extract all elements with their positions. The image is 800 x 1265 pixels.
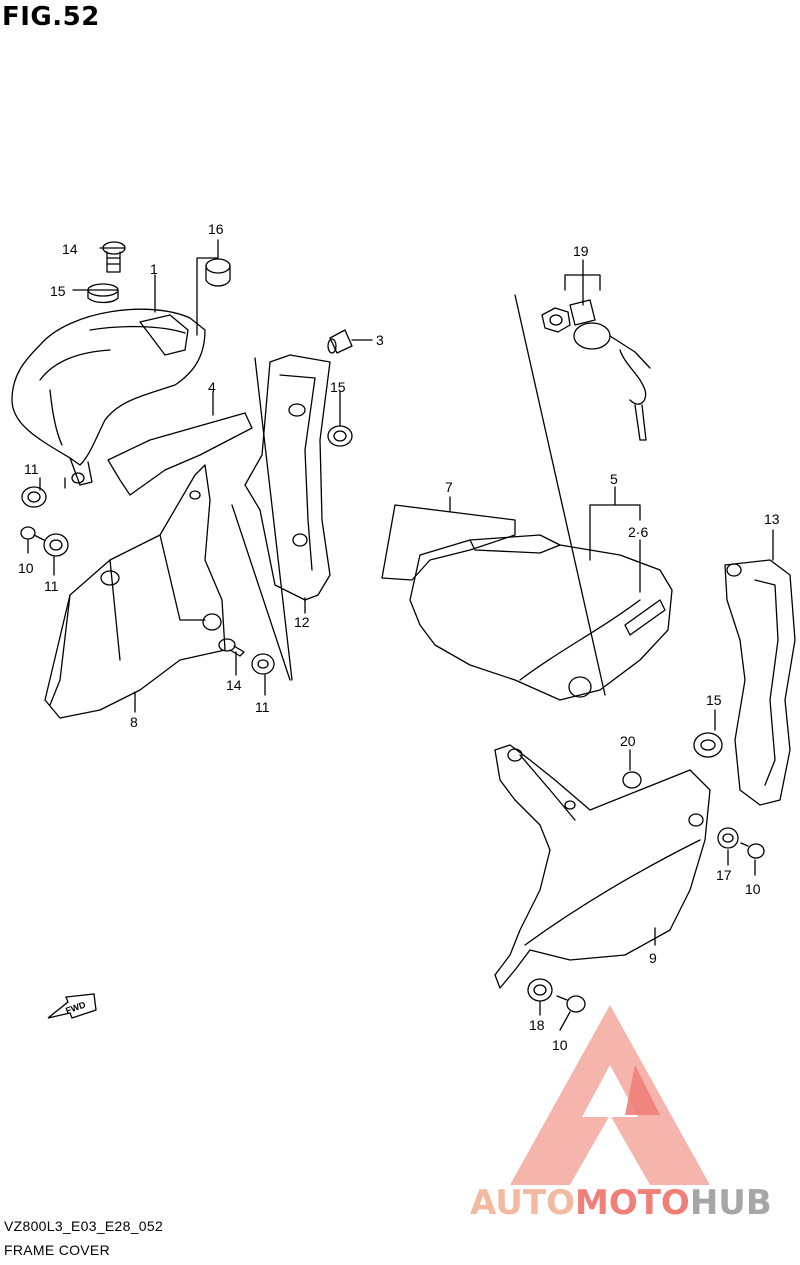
part-17-grommet: [717, 827, 739, 849]
part-14-screw-lower: [218, 638, 245, 657]
part-10-bolt-bottom: [556, 995, 586, 1013]
callout-11-lower: 11: [44, 578, 59, 594]
part-20-grommet: [622, 771, 642, 789]
automotohub-logo-icon: [510, 1005, 710, 1185]
callout-11-right: 11: [255, 699, 270, 715]
part-8-frame-cover-lower: [44, 464, 226, 719]
watermark-auto: AUTO: [470, 1183, 575, 1223]
part-1-frame-cover: [11, 308, 206, 486]
callout-15-right: 15: [706, 692, 722, 708]
callout-19: 19: [573, 243, 589, 259]
callout-10-bottom: 10: [552, 1037, 568, 1053]
model-code: VZ800L3_E03_E28_052: [4, 1218, 164, 1234]
part-9-side-cover-lower: [494, 744, 711, 989]
part-11-grommet-right: [251, 653, 275, 675]
callout-9: 9: [649, 950, 657, 966]
callout-17: 17: [716, 867, 732, 883]
callout-labels: 14 15 1 16 4 3 15 11 10 11 8 14 11 12 7 …: [18, 221, 780, 1053]
callout-4: 4: [208, 379, 216, 395]
part-11-grommet-lower: [43, 533, 69, 557]
watermark-hub: HUB: [689, 1183, 772, 1223]
callout-15-top: 15: [50, 283, 66, 299]
callout-3: 3: [376, 332, 384, 348]
callout-7: 7: [445, 479, 453, 495]
callout-1: 1: [150, 261, 158, 277]
callout-10-right: 10: [745, 881, 761, 897]
callout-15-middle: 15: [330, 379, 346, 395]
part-13-rubber: [724, 559, 796, 806]
figure-caption: FRAME COVER: [4, 1242, 110, 1258]
callout-2-6: 2·6: [628, 524, 648, 540]
fwd-arrow-icon: FWD: [47, 993, 97, 1019]
callout-12: 12: [294, 614, 310, 630]
callout-16: 16: [208, 221, 224, 237]
part-3-collar: [327, 329, 353, 354]
callout-14-lower: 14: [226, 677, 242, 693]
callout-8: 8: [130, 714, 138, 730]
part-11-grommet-upper: [21, 486, 47, 508]
part-10-bolt-right: [740, 842, 765, 859]
part-16-cushion: [205, 258, 231, 287]
part-19-lock-set: [541, 299, 651, 441]
part-15-cushion-middle: [327, 425, 353, 447]
callout-10-left: 10: [18, 560, 34, 576]
part-4-plate: [107, 412, 253, 496]
callout-5: 5: [610, 471, 618, 487]
callout-14-top: 14: [62, 241, 78, 257]
callout-13: 13: [764, 511, 780, 527]
part-18-grommet: [527, 978, 553, 1002]
part-15-cushion-right: [693, 732, 723, 758]
callout-20: 20: [620, 733, 636, 749]
callout-11-upper: 11: [24, 461, 39, 477]
watermark-moto: MOTO: [574, 1183, 690, 1223]
part-10-bolt-left: [20, 526, 45, 541]
watermark-text: AUTOMOTOHUB: [470, 1183, 772, 1223]
part-14-screw-top: [102, 241, 126, 273]
part-12-bracket: [244, 354, 331, 601]
part-15-cushion-top: [87, 283, 119, 304]
figure-number: FIG.52: [2, 2, 100, 32]
part-7-side-cover: [381, 504, 673, 701]
callout-18: 18: [529, 1017, 545, 1033]
